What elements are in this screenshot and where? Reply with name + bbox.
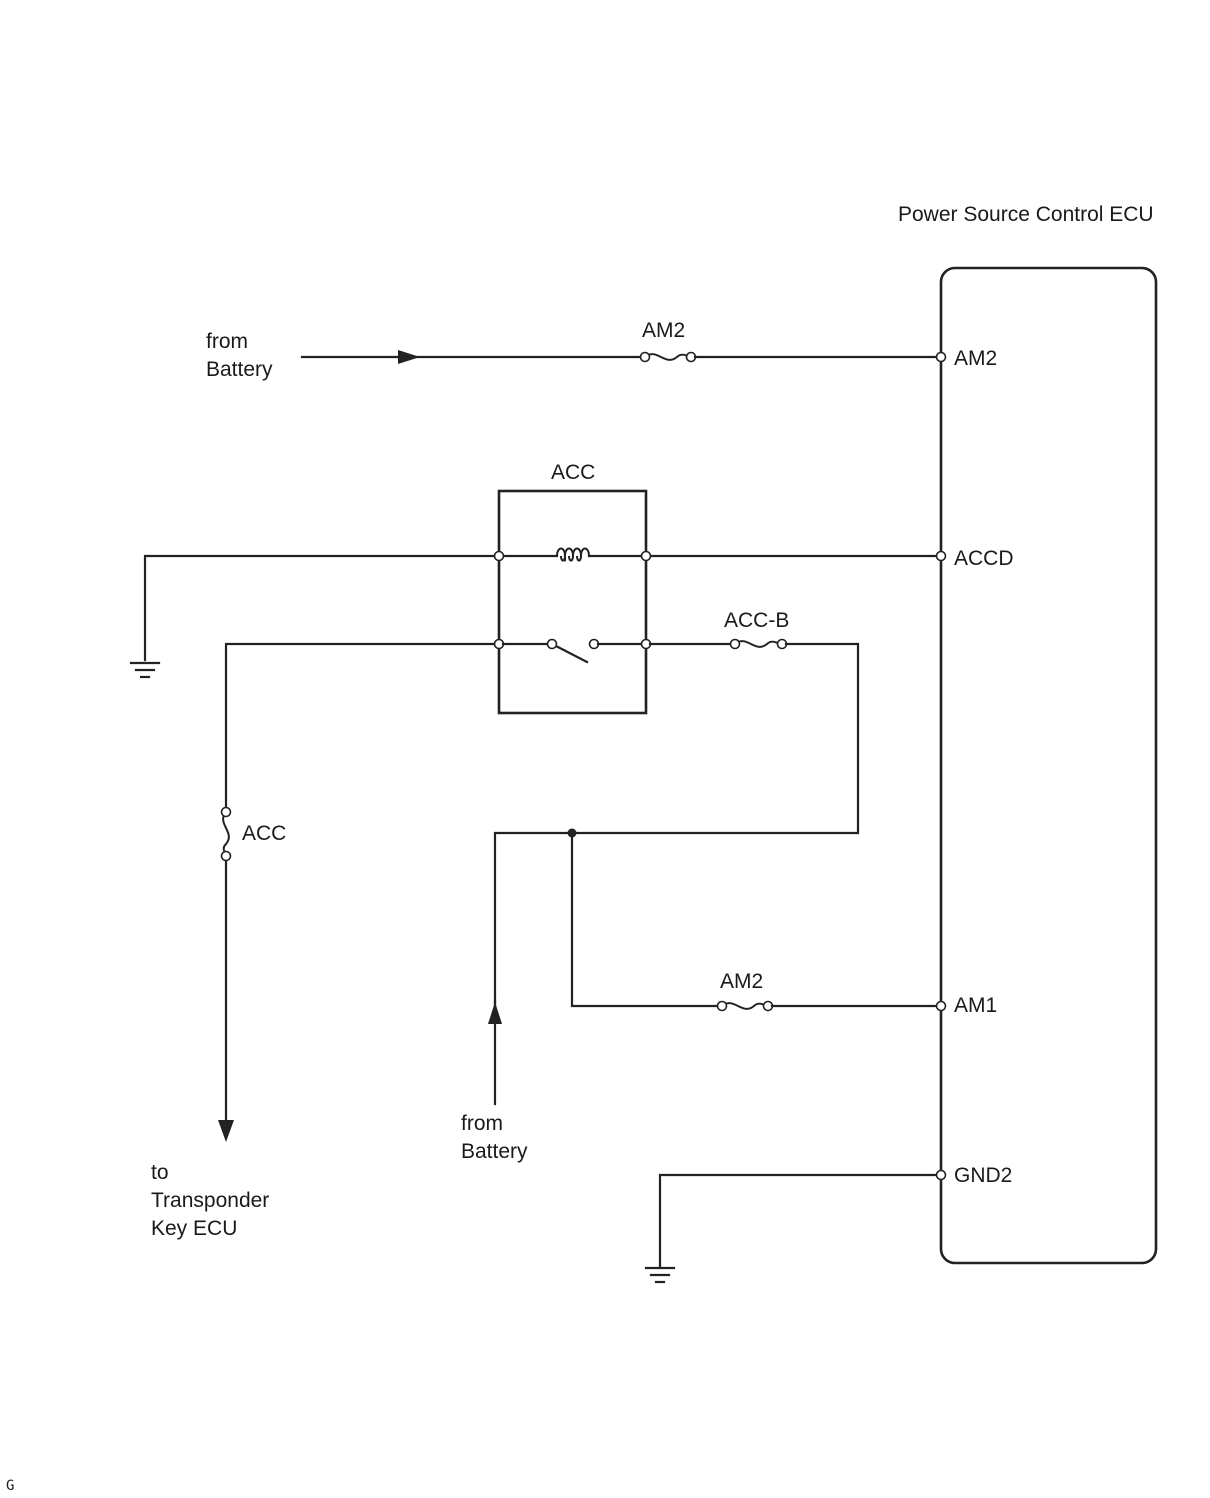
terminal-am2-icon bbox=[935, 351, 947, 363]
fuse-am2-top-label: AM2 bbox=[642, 319, 685, 342]
fuse-am2-top-icon bbox=[639, 351, 697, 363]
wire-junction-to-am2-fuse-bottom bbox=[570, 831, 720, 1008]
fuse-acc-label: ACC bbox=[242, 822, 286, 845]
ground-bottom-icon bbox=[644, 1266, 676, 1284]
fuse-am2-bottom-label: AM2 bbox=[720, 970, 763, 993]
terminal-am1-icon bbox=[935, 1000, 947, 1012]
fuse-acc-icon bbox=[220, 806, 232, 862]
wire-gnd2-to-ground bbox=[658, 1173, 939, 1268]
corner-mark: G bbox=[6, 1478, 14, 1494]
relay-acc-label: ACC bbox=[551, 461, 595, 484]
wire-acc-b-fuse-to-junction bbox=[493, 642, 860, 1022]
battery-top-label-line1: from bbox=[206, 330, 248, 353]
fuse-acc-b-icon bbox=[729, 638, 788, 650]
relay-coil-icon bbox=[556, 547, 590, 562]
fuse-am2-bottom-icon bbox=[716, 1000, 774, 1012]
arrow-down-icon bbox=[218, 1120, 234, 1142]
power-source-control-ecu-box bbox=[939, 266, 1158, 1265]
pin-label-gnd2: GND2 bbox=[954, 1164, 1012, 1187]
battery-top-label-line2: Battery bbox=[206, 358, 273, 381]
destination-label-line3: Key ECU bbox=[151, 1217, 237, 1240]
arrow-right-icon bbox=[398, 350, 420, 364]
pin-label-am2: AM2 bbox=[954, 347, 997, 370]
battery-bottom-label-line2: Battery bbox=[461, 1140, 528, 1163]
relay-coil-terminal-left-icon bbox=[493, 550, 505, 562]
ground-left-icon bbox=[129, 661, 161, 679]
destination-label-line1: to bbox=[151, 1161, 169, 1184]
wire-ground-to-relay-coil bbox=[143, 554, 497, 662]
arrow-up-icon bbox=[488, 1002, 502, 1024]
relay-coil-terminal-right-icon bbox=[640, 550, 652, 562]
relay-switch-icon bbox=[546, 638, 600, 664]
battery-bottom-label-line1: from bbox=[461, 1112, 503, 1135]
acc-relay-box bbox=[497, 489, 648, 715]
fuse-acc-b-label: ACC-B bbox=[724, 609, 789, 632]
destination-label-line2: Transponder bbox=[151, 1189, 269, 1212]
terminal-gnd2-icon bbox=[935, 1169, 947, 1181]
wire-relay-switch-to-acc-fuse bbox=[224, 642, 497, 810]
pin-label-am1: AM1 bbox=[954, 994, 997, 1017]
ecu-title: Power Source Control ECU bbox=[898, 203, 1154, 226]
terminal-accd-icon bbox=[935, 550, 947, 562]
pin-label-accd: ACCD bbox=[954, 547, 1014, 570]
